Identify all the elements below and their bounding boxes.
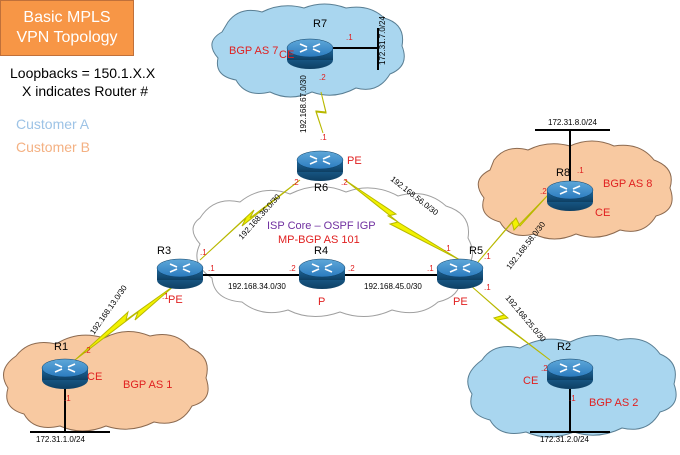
r5-name: R5	[469, 245, 483, 257]
if-r2-r5: .2	[541, 364, 548, 373]
r1-as: BGP AS 1	[123, 379, 172, 391]
link-r6-r7	[315, 91, 327, 134]
r6-role: PE	[347, 155, 362, 167]
subnet-r6-r7: 192.168.67.0/30	[299, 75, 308, 133]
if-r6-r5: .2	[341, 178, 348, 187]
cloud-isp-core	[192, 186, 473, 317]
r5-role: PE	[453, 296, 468, 308]
subnet-r1-r3: 192.168.13.0/30	[88, 283, 129, 336]
if-r2-lan: .1	[569, 394, 576, 403]
link-r2-r5	[469, 284, 551, 361]
link-r3-r6	[199, 179, 301, 261]
r2-as: BGP AS 2	[589, 397, 638, 409]
if-r4-r3: .2	[289, 264, 296, 273]
if-r5-r8: .1	[484, 252, 491, 261]
subnet-r8-lan: 172.31.8.0/24	[548, 118, 597, 127]
r7-name: R7	[313, 18, 327, 30]
title-line-2: VPN Topology	[16, 29, 118, 46]
title-box: Basic MPLS VPN Topology	[0, 0, 134, 56]
title-line-1: Basic MPLS	[23, 9, 111, 26]
r8-name: R8	[556, 167, 570, 179]
r1-role: CE	[87, 371, 102, 383]
r3-role: PE	[168, 294, 183, 306]
if-r1-r3: .2	[84, 346, 91, 355]
router-r1-icon[interactable]	[41, 358, 89, 389]
r3-name: R3	[157, 245, 171, 257]
router-r7-icon[interactable]	[286, 38, 334, 69]
router-r3-icon[interactable]	[156, 258, 204, 289]
if-r3-r4: .1	[208, 264, 215, 273]
if-r4-r5: .2	[348, 264, 355, 273]
if-r7-wan: .2	[319, 73, 326, 82]
if-r5-r2: .1	[484, 283, 491, 292]
cloud-r1	[3, 331, 209, 432]
if-r6-r3: .2	[292, 178, 299, 187]
subnet-r2-lan: 172.31.2.0/24	[540, 435, 589, 444]
r8-as: BGP AS 8	[603, 178, 652, 190]
subnet-r4-r5: 192.168.45.0/30	[364, 282, 422, 291]
if-r6-r7: .1	[320, 133, 327, 142]
r1-name: R1	[54, 341, 68, 353]
if-r8-r5: .2	[540, 187, 547, 196]
r4-role: P	[318, 296, 325, 308]
router-r2-icon[interactable]	[546, 358, 594, 389]
link-r5-r8	[477, 194, 549, 263]
core-bgp: MP-BGP AS 101	[278, 234, 360, 246]
subnet-r1-lan: 172.31.1.0/24	[36, 435, 85, 444]
r8-role: CE	[595, 207, 610, 219]
r7-role: CE	[279, 49, 294, 61]
router-r6-icon[interactable]	[296, 150, 344, 181]
legend-customer-b: Customer B	[16, 139, 90, 155]
r4-name: R4	[314, 245, 328, 257]
r6-name: R6	[314, 182, 328, 194]
if-r7-lan: .1	[346, 33, 353, 42]
legend-x-note: X indicates Router #	[22, 83, 149, 99]
core-igp: ISP Core – OSPF IGP	[267, 220, 376, 232]
r2-role: CE	[523, 375, 538, 387]
subnet-r2-r5: 192.168.25.0/30	[503, 294, 547, 345]
if-r8-lan: .1	[577, 166, 584, 175]
r2-name: R2	[557, 341, 571, 353]
if-r3-r6: .1	[200, 248, 207, 257]
router-r5-icon[interactable]	[436, 258, 484, 289]
r7-as: BGP AS 7	[229, 45, 278, 57]
subnet-r7-lan: 172.31.7.0/24	[378, 16, 387, 65]
router-r8-icon[interactable]	[546, 180, 594, 211]
subnet-r3-r4: 192.168.34.0/30	[228, 282, 286, 291]
router-r4-icon[interactable]	[298, 258, 346, 289]
if-r3-r1: .1	[162, 292, 169, 301]
if-r5-r4: .1	[427, 264, 434, 273]
legend-loopbacks: Loopbacks = 150.1.X.X	[10, 65, 156, 81]
if-r1-lan: .1	[64, 394, 71, 403]
if-r5-r6: .1	[444, 244, 451, 253]
legend-customer-a: Customer A	[16, 116, 90, 132]
